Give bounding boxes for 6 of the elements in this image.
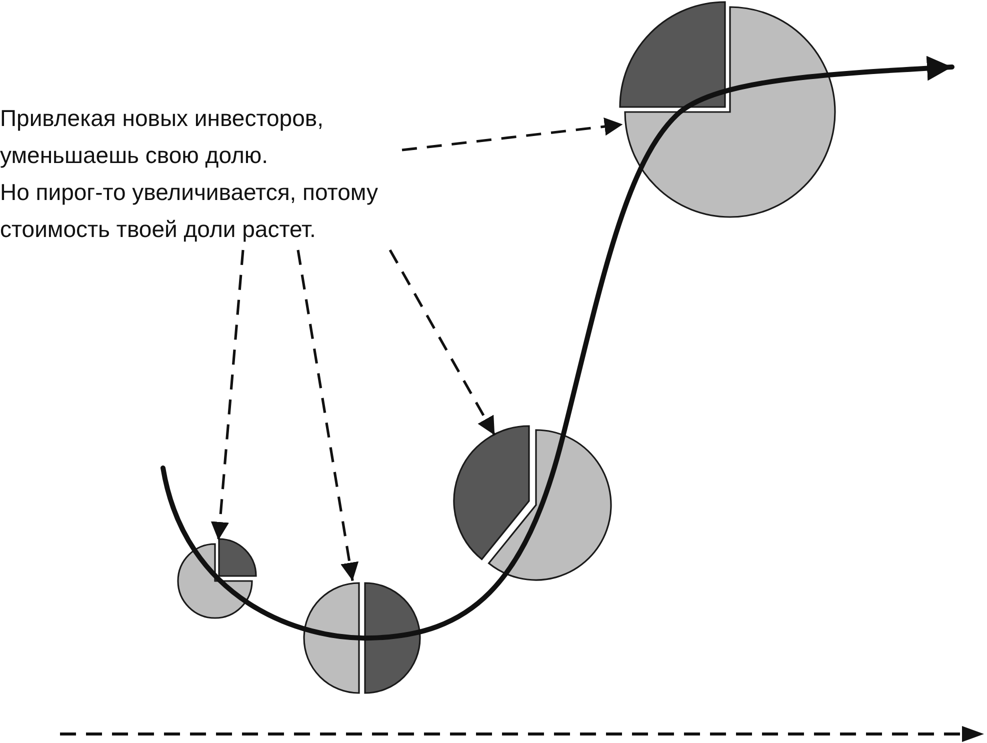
dashed-arrow xyxy=(402,117,623,152)
dashed-arrow xyxy=(388,249,496,436)
dashed-arrow xyxy=(210,250,244,540)
dashed-arrow xyxy=(296,250,359,581)
note-text: Привлекая новых инвесторов, уменьшаешь свою долю. xyxy=(0,104,324,170)
note-text: Но пирог-то увеличивается, потому стоимость твоей доли растет. xyxy=(0,178,379,244)
